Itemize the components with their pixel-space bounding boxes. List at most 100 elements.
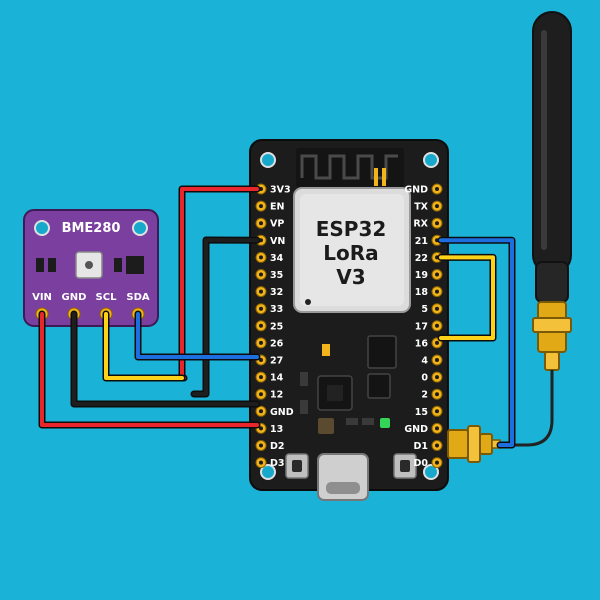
button-right-cap[interactable] [400, 460, 410, 472]
usb-c-opening [326, 482, 360, 494]
chip-label-line1: ESP32 [316, 217, 387, 241]
status-led [380, 418, 390, 428]
left-pin-hole-26 [259, 340, 263, 345]
left-pin-hole-34 [259, 255, 263, 260]
chip-shield-inner [300, 194, 404, 306]
left-pin-label-32: 32 [270, 287, 283, 298]
left-pin-label-vp: VP [270, 219, 284, 230]
right-pin-hole-d0 [435, 460, 439, 465]
right-pin-label-21: 21 [415, 236, 428, 247]
right-pin-hole-0 [435, 375, 439, 380]
left-pin-hole-12 [259, 392, 263, 397]
right-pin-label-19: 19 [415, 270, 428, 281]
left-pin-hole-25 [259, 323, 263, 328]
right-pin-label-d0: D0 [414, 458, 429, 469]
button-left-cap[interactable] [292, 460, 302, 472]
capacitor-1 [322, 344, 330, 356]
right-pin-label-gnd: GND [404, 424, 428, 435]
right-pin-hole-5 [435, 306, 439, 311]
right-pin-hole-gnd [435, 187, 439, 191]
right-pin-label-tx: TX [414, 202, 428, 213]
ic-regulator [367, 335, 397, 369]
chip-label-line2: LoRa [323, 241, 378, 265]
wire-sda-2 [439, 238, 514, 447]
right-pin-hole-16 [435, 340, 439, 345]
bme280-sensor-port [85, 261, 93, 269]
left-pin-label-26: 26 [270, 338, 284, 349]
esp32-board: ESP32 LoRa V3 3V3ENVPVN34353233252627141… [249, 139, 501, 501]
right-pin-label-5: 5 [421, 304, 428, 315]
resistor-1 [346, 418, 358, 425]
antenna [532, 11, 572, 371]
right-pin-hole-18 [435, 289, 439, 294]
wire-gnd [72, 312, 259, 406]
right-pin-hole-4 [435, 358, 439, 362]
right-pin-hole-d1 [435, 443, 439, 448]
right-pin-label-18: 18 [415, 287, 429, 298]
left-pin-label-vn: VN [270, 236, 285, 247]
resistor-2 [300, 372, 308, 386]
left-pin-label-d2: D2 [270, 441, 285, 452]
antenna-base [535, 261, 569, 303]
chip-label-line3: V3 [336, 265, 365, 289]
pcb-antenna-trace [300, 154, 398, 180]
wires [38, 185, 516, 449]
left-pin-label-34: 34 [270, 253, 284, 264]
left-pin-hole-27 [259, 358, 263, 362]
right-pin-label-15: 15 [415, 407, 428, 418]
left-pin-hole-d3 [259, 460, 263, 465]
antenna-sma-tip [544, 351, 560, 371]
right-pin-label-0: 0 [421, 373, 428, 384]
right-pin-label-17: 17 [415, 321, 428, 332]
right-pin-hole-19 [435, 272, 439, 277]
capacitor-2 [318, 418, 334, 434]
left-pin-label-14: 14 [270, 373, 284, 384]
left-pin-hole-32 [259, 289, 263, 294]
bme280-pin-label-vin: VIN [32, 292, 52, 303]
right-pin-hole-gnd [435, 426, 439, 431]
antenna-cable [485, 370, 554, 447]
wire-vin [40, 312, 259, 427]
bme280-pin-label-gnd: GND [62, 292, 87, 303]
board-sma-nut [467, 425, 481, 463]
right-pin-label-gnd: GND [404, 185, 428, 196]
bme280-pin-label-scl: SCL [96, 292, 118, 303]
wire-scl-2 [439, 255, 495, 340]
ic-secondary [367, 373, 391, 399]
right-pin-hole-tx [435, 204, 439, 209]
left-pin-hole-en [259, 204, 263, 209]
right-pin-hole-rx [435, 221, 439, 226]
bme280-comp-1 [36, 258, 44, 272]
left-pin-label-d3: D3 [270, 458, 285, 469]
left-pin-hole-33 [259, 306, 263, 311]
bme280-label: BME280 [62, 221, 121, 236]
bme280-comp-3 [114, 258, 122, 272]
pcb-antenna-stub-2 [382, 168, 386, 186]
left-pin-hole-13 [259, 426, 263, 431]
left-pin-hole-14 [259, 375, 263, 380]
wire-sda [136, 312, 259, 359]
board-sma-body [447, 429, 469, 459]
left-pin-label-gnd: GND [270, 407, 294, 418]
left-pin-label-13: 13 [270, 424, 283, 435]
resistor-4 [362, 418, 374, 425]
left-pin-label-en: EN [270, 202, 284, 213]
wire-gnd-2 [192, 238, 259, 396]
antenna-highlight [541, 30, 547, 250]
mounting-hole-top-left [260, 152, 276, 168]
bme280-hole-left [34, 220, 50, 236]
bme280-hole-right [132, 220, 148, 236]
wire-scl [104, 312, 184, 380]
pcb-antenna-stub [374, 168, 378, 186]
mounting-hole-top-right [423, 152, 439, 168]
left-pin-hole-35 [259, 272, 263, 277]
right-pin-label-d1: D1 [414, 441, 429, 452]
left-pin-label-35: 35 [270, 270, 283, 281]
mounting-hole-bottom-right [423, 464, 439, 480]
right-pin-hole-2 [435, 392, 439, 397]
bme280-comp-2 [48, 258, 56, 272]
